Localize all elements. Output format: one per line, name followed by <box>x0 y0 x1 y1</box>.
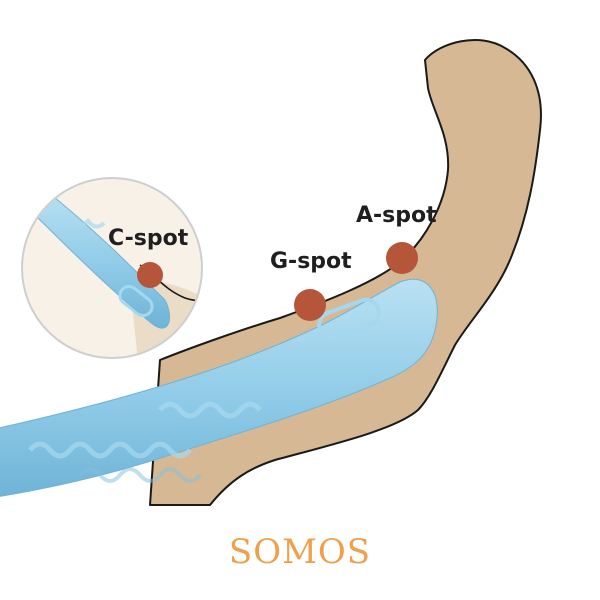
a-spot-label: A-spot <box>356 203 437 228</box>
c-spot-label: C-spot <box>108 226 189 251</box>
a-spot-marker <box>386 242 418 274</box>
g-spot-label: G-spot <box>270 249 352 274</box>
c-spot-marker <box>137 262 163 288</box>
brand-logo-text: SOMOS <box>229 532 371 572</box>
g-spot-marker <box>294 289 326 321</box>
